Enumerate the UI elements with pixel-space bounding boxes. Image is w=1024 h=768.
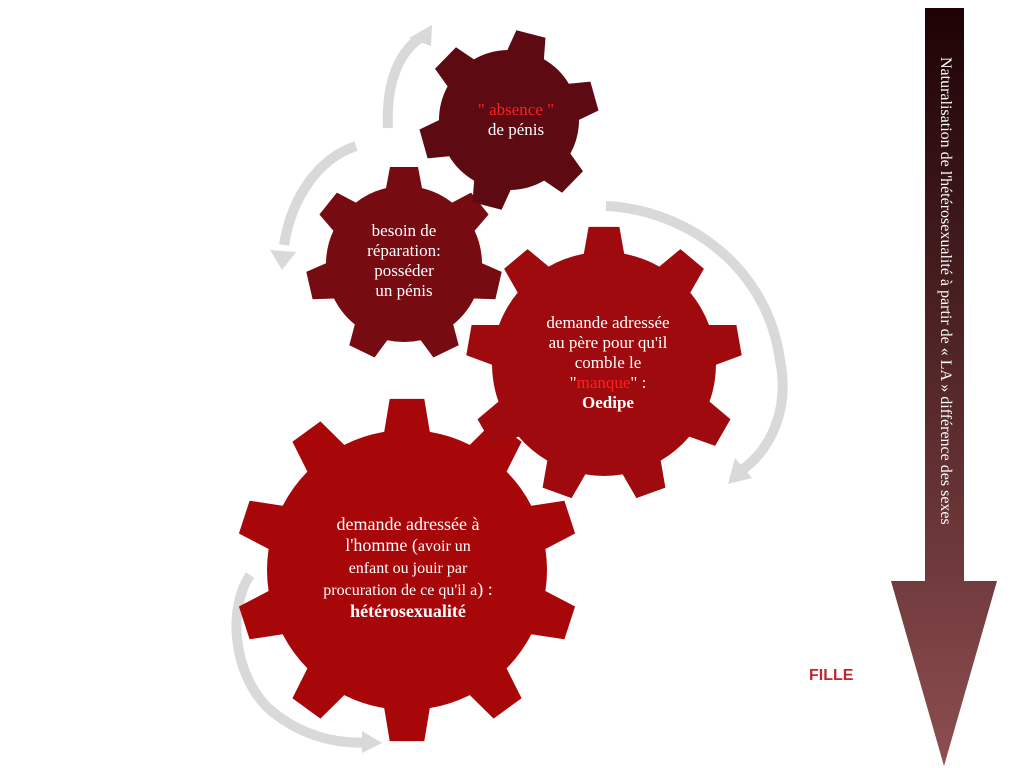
homme-line-4-end: ) : xyxy=(477,578,493,599)
homme-line-4: procuration de ce qu'il a xyxy=(323,581,478,599)
cycle-arrow-top-head xyxy=(409,25,432,46)
cycle-arrow-bottom-head xyxy=(362,731,382,753)
gear-absence-penis xyxy=(419,30,599,210)
quote-open: " xyxy=(569,373,577,393)
besoin-line-1: besoin de xyxy=(371,221,437,240)
besoin-line-3: posséder xyxy=(374,261,434,281)
manque-word: manque xyxy=(576,373,631,393)
gear-besoin-text: besoin de réparation: posséder un pénis xyxy=(333,221,475,301)
homme-line-3: enfant ou jouir par xyxy=(348,560,468,578)
quote-close: " : xyxy=(630,373,647,393)
gear-oedipe xyxy=(466,226,742,499)
cycle-arrow-top xyxy=(382,33,424,129)
heterosexualite-word: hétérosexualité xyxy=(350,600,466,621)
arrow-label: Naturalisation de l'hétérosexualité à pa… xyxy=(937,57,954,525)
gear-heterosexualite-text: demande adressée à l'homme (avoir un enf… xyxy=(288,514,528,622)
absence-word: " absence " xyxy=(477,100,555,119)
cycle-arrow-bottom xyxy=(231,572,371,748)
homme-line-2-small: avoir un xyxy=(417,538,471,556)
cycle-arrow-left xyxy=(279,141,358,246)
fille-label: FILLE xyxy=(809,667,854,684)
de-penis-text: de pénis xyxy=(487,120,545,140)
gear-heterosexualite xyxy=(238,398,576,742)
homme-line-2: l'homme ( xyxy=(345,535,418,556)
homme-line-1: demande adressée à xyxy=(336,514,480,534)
besoin-line-4: un pénis xyxy=(375,281,433,301)
gear-oedipe-text: demande adressée au père pour qu'il comb… xyxy=(508,313,708,413)
pere-line-3: comble le xyxy=(574,353,642,373)
cycle-arrow-right-head xyxy=(728,458,752,484)
gear-besoin-reparation xyxy=(306,167,502,358)
down-arrow xyxy=(891,8,997,766)
gear-absence-text: " absence " de pénis xyxy=(446,100,586,140)
cycle-arrow-left-head xyxy=(270,250,296,270)
pere-line-1: demande adressée xyxy=(546,313,670,332)
besoin-line-2: réparation: xyxy=(367,241,441,261)
pere-line-2: au père pour qu'il xyxy=(548,333,668,353)
cycle-arrow-right xyxy=(605,201,788,475)
oedipe-word: Oedipe xyxy=(582,393,634,413)
